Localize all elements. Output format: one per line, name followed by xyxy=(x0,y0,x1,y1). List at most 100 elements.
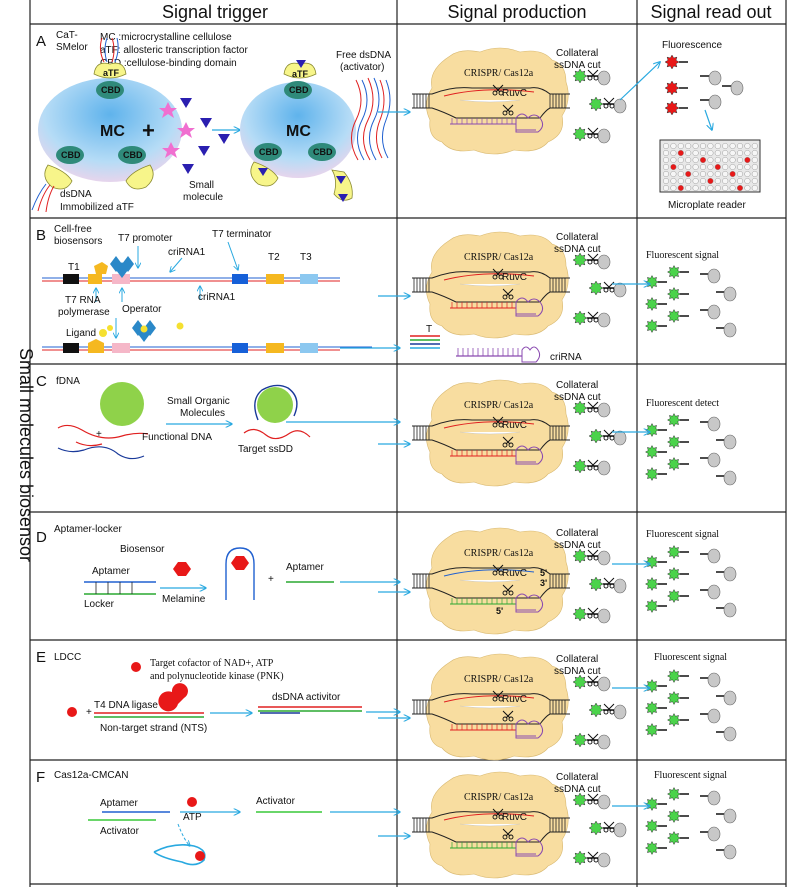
fluorophore-green xyxy=(644,840,660,856)
t4-ligase-label: T4 DNA ligase xyxy=(94,700,158,711)
scissor-ring xyxy=(593,75,599,81)
scissor-blades xyxy=(603,703,615,712)
ruvc-label: RuvC xyxy=(502,812,527,823)
ruvc-label: RuvC xyxy=(502,694,527,705)
crispr-label: CRISPR/ Cas12a xyxy=(464,400,534,411)
fluorophore-green xyxy=(666,544,682,560)
scissor-ring xyxy=(502,834,508,840)
rloop-gap xyxy=(459,579,521,583)
dna-bottom-strand xyxy=(412,291,570,303)
ssdna-cut-label: ssDNA cut xyxy=(554,244,601,255)
quencher xyxy=(707,416,721,432)
plate-well xyxy=(663,156,670,163)
plate-well xyxy=(663,142,670,149)
panel-c: C fDNA Small Organic Molecules + Functio… xyxy=(36,373,400,460)
quencher xyxy=(597,676,611,692)
gene-block-t3 xyxy=(300,274,318,284)
plate-well xyxy=(729,177,736,184)
scissors-icon xyxy=(587,851,599,863)
plus-e: + xyxy=(86,707,92,718)
scissor-blades xyxy=(492,268,504,277)
cbd-label: CBD xyxy=(61,150,81,160)
gene-block-t2 xyxy=(266,343,284,353)
ssdna-cut-label: ssDNA cut xyxy=(554,666,601,677)
scissors-icon xyxy=(492,564,504,576)
bound-molecule xyxy=(336,176,346,184)
panel-d: D Aptamer-locker Biosensor Aptamer Locke… xyxy=(36,524,400,610)
scissor-ring xyxy=(508,110,514,116)
activator-left-label: Activator xyxy=(100,826,140,837)
target-ssdna xyxy=(243,428,311,440)
quencher xyxy=(597,128,611,144)
reporter-probe xyxy=(588,280,627,298)
scissor-blades xyxy=(492,416,504,425)
reporter-probe xyxy=(588,428,627,446)
fluorophore-green xyxy=(644,444,660,460)
gene-block-polymerase xyxy=(88,339,104,353)
scissor-ring xyxy=(587,857,593,863)
header-signal-trigger: Signal trigger xyxy=(162,2,268,22)
repressor-protein xyxy=(110,256,134,278)
plate-well xyxy=(744,170,751,177)
quencher xyxy=(723,322,737,338)
scissor-blades xyxy=(587,69,599,78)
target-strand xyxy=(443,813,535,821)
quencher xyxy=(708,70,722,86)
plate-well xyxy=(714,170,721,177)
plate-well xyxy=(685,184,692,191)
fluorophore xyxy=(572,732,588,748)
plate-well xyxy=(729,142,736,149)
quencher xyxy=(708,94,722,110)
ligand xyxy=(99,329,107,337)
scissor-blades xyxy=(492,84,504,93)
scissor-ring xyxy=(492,814,498,820)
scissor-ring xyxy=(593,259,599,265)
reporter-probe xyxy=(572,850,611,868)
atf-left-top xyxy=(93,62,127,79)
quencher xyxy=(723,690,737,706)
readout-label-b: Fluorescent signal xyxy=(646,250,719,261)
scissor-ring xyxy=(587,555,593,561)
ligand-label: Ligand xyxy=(66,328,96,339)
quencher xyxy=(597,460,611,476)
fluorophore-green xyxy=(666,786,682,802)
ssdna-cut-label: ssDNA cut xyxy=(554,60,601,71)
dna-strand xyxy=(104,37,119,63)
scissor-ring xyxy=(502,590,508,596)
fluorophore xyxy=(572,548,588,564)
dna-top-strand xyxy=(412,271,570,279)
panel-b-name-1: Cell-free xyxy=(54,224,92,235)
quencher xyxy=(597,794,611,810)
quencher xyxy=(597,70,611,86)
fluorophore-green xyxy=(644,576,660,592)
ssdna-cut-label: ssDNA cut xyxy=(554,784,601,795)
quencher xyxy=(707,826,721,842)
plate-well xyxy=(692,149,699,156)
t-label: T xyxy=(426,324,432,335)
plate-well xyxy=(729,163,736,170)
fluorophore xyxy=(572,126,588,142)
scissors-icon xyxy=(587,607,599,619)
nts-label: Non-target strand (NTS) xyxy=(100,723,207,734)
scissors-icon xyxy=(587,675,599,687)
readout-label-e: Fluorescent signal xyxy=(654,652,727,663)
fluorophore-green xyxy=(644,466,660,482)
cbd-right-bl xyxy=(254,143,282,161)
plate-well xyxy=(722,170,729,177)
scissor-ring xyxy=(508,442,514,448)
reporter-probe xyxy=(572,674,611,692)
functional-dna-label: Functional DNA xyxy=(142,432,212,443)
fluorophore-green xyxy=(644,274,660,290)
aptamer-right-label: Aptamer xyxy=(286,562,324,573)
scissor-ring xyxy=(609,435,615,441)
gene-block-t2 xyxy=(266,274,284,284)
fluorophore xyxy=(572,252,588,268)
reporter-probe xyxy=(572,252,611,270)
plate-well xyxy=(707,184,714,191)
fluorophore xyxy=(588,280,604,296)
scissor-ring xyxy=(603,435,609,441)
plate-well xyxy=(744,177,751,184)
